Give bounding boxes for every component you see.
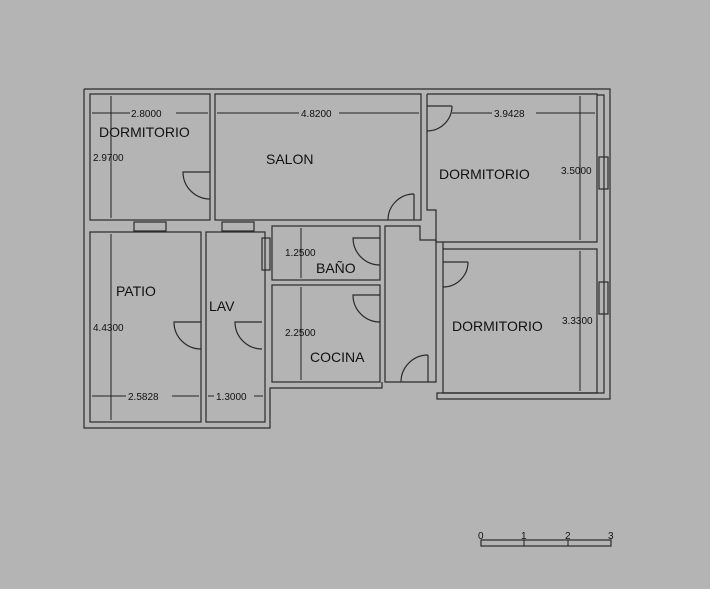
scale-bar: 0 1 2 3 [478,531,614,547]
room-label-lav: LAV [209,298,235,314]
dim-label: 2.5828 [128,392,159,403]
dim-label: 4.4300 [93,323,124,334]
dim-label: 1.2500 [285,248,316,259]
dim-label: 3.5000 [561,166,592,177]
scale-label: 3 [608,531,614,542]
room-label-cocina: COCINA [310,349,365,365]
windows [133,156,609,315]
room-label-dormitorio: DORMITORIO [452,318,543,334]
walls [83,88,611,429]
scale-label: 2 [565,531,571,542]
room-label-patio: PATIO [116,283,156,299]
dim-label: 3.9428 [494,109,525,120]
dim-label: 2.8000 [131,109,162,120]
room-label-dormitorio: DORMITORIO [439,166,530,182]
doors [173,105,469,383]
room-labels: DORMITORIO SALON DORMITORIO DORMITORIO P… [99,124,543,365]
scale-label: 0 [478,531,484,542]
room-label-salon: SALON [266,151,313,167]
dim-label: 3.3300 [562,316,593,327]
dim-label: 2.2500 [285,328,316,339]
dimension-labels: 2.8000 2.9700 4.8200 3.9428 3.5000 3.330… [93,107,593,403]
scale-label: 1 [521,531,527,542]
dim-label: 2.9700 [93,153,124,164]
dim-label: 1.3000 [216,392,247,403]
room-label-dormitorio: DORMITORIO [99,124,190,140]
dim-label: 4.8200 [301,109,332,120]
dimension-lines [92,96,595,420]
room-label-bano: BAÑO [316,260,356,276]
